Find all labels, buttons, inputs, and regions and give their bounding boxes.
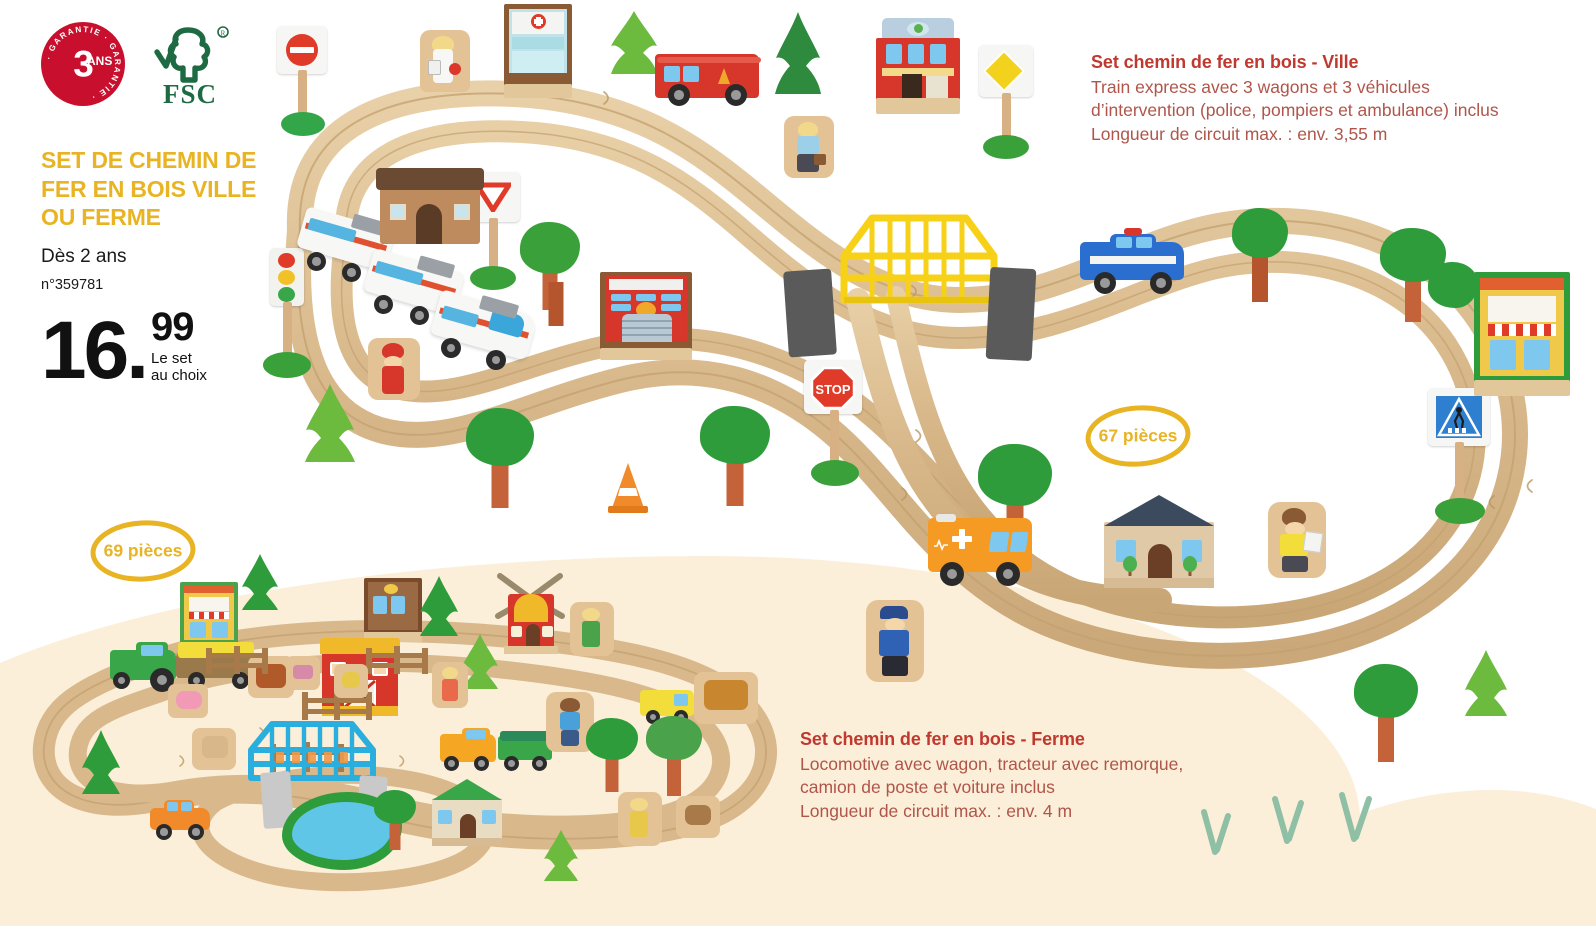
windmill xyxy=(490,572,570,658)
tunnel-block-right xyxy=(985,266,1037,362)
tree-icon xyxy=(534,256,578,328)
pine-tree-icon xyxy=(770,10,826,102)
rocking-horse-figure xyxy=(192,728,236,770)
fsc-label: FSC xyxy=(162,79,217,109)
tunnel-block-left xyxy=(783,268,837,358)
farm-house xyxy=(432,778,502,846)
chicken-figure xyxy=(334,664,368,698)
express-train xyxy=(295,206,550,372)
police-officer-figure xyxy=(866,600,924,682)
warranty-3-years-icon: · GARANTIE · GARANTIE · 3 ANS xyxy=(41,22,125,106)
tunnel-house xyxy=(376,168,484,250)
pine-tree-icon xyxy=(238,552,282,614)
description-ferme-heading: Set chemin de fer en bois - Ferme xyxy=(800,729,1085,749)
description-ville: Set chemin de fer en bois - Ville Train … xyxy=(1091,52,1541,146)
price-separator: . xyxy=(126,304,150,396)
city-railway-scene: STOP xyxy=(258,4,1570,762)
farmer-figure xyxy=(570,602,614,656)
tree-icon xyxy=(1354,664,1418,764)
bench-figure xyxy=(286,656,320,690)
price-note-line2: au choix xyxy=(151,366,207,384)
house-building xyxy=(1104,494,1214,588)
price-note-line1: Le set xyxy=(151,349,192,367)
price-integer: 16 xyxy=(41,304,129,396)
tourist-figure xyxy=(1268,502,1326,578)
tree-icon xyxy=(700,406,770,510)
businessman-figure xyxy=(784,116,834,178)
age-recommendation: Dès 2 ans xyxy=(41,245,127,267)
tree-icon xyxy=(586,718,638,794)
page-title: SET DE CHEMIN DE FER EN BOIS VILLE OU FE… xyxy=(41,147,257,231)
pine-tree-icon xyxy=(300,382,360,468)
svg-text:R: R xyxy=(221,30,226,38)
description-ferme-line3: Longueur de circuit max. : env. 4 m xyxy=(800,800,1073,821)
description-ville-line1: Train express avec 3 wagons et 3 véhicul… xyxy=(1091,77,1430,97)
stop-sign: STOP xyxy=(802,360,868,492)
price-cents: 99 xyxy=(151,304,194,349)
farmer-figure xyxy=(618,792,662,846)
priority-road-sign xyxy=(975,45,1037,161)
description-ville-line3: Longueur de circuit max. : env. 3,55 m xyxy=(1091,123,1388,144)
pine-tree-icon xyxy=(1460,648,1512,720)
grass-tuft-icon xyxy=(1268,794,1308,848)
pine-tree-icon xyxy=(416,574,462,640)
grass-tuft-icon xyxy=(1334,790,1376,846)
warranty-unit: ANS xyxy=(87,54,113,68)
article-number: n°359781 xyxy=(41,276,104,293)
yellow-suspension-bridge xyxy=(838,196,1000,314)
worker-figure xyxy=(368,338,420,400)
description-ferme-line1: Locomotive avec wagon, tracteur avec rem… xyxy=(800,754,1184,774)
product-info-panel: · GARANTIE · GARANTIE · 3 ANS R FSC xyxy=(41,22,276,396)
child-figure xyxy=(432,662,468,708)
tree-icon xyxy=(466,408,534,512)
farm-locomotive-with-wagon xyxy=(440,728,558,780)
pine-tree-icon xyxy=(78,728,124,798)
hospital-building xyxy=(504,4,572,98)
shop-building xyxy=(876,18,960,118)
police-car xyxy=(1080,228,1190,300)
price-block: 16 . 99 Le set au choix xyxy=(41,304,276,396)
logo-badges: · GARANTIE · GARANTIE · 3 ANS R FSC xyxy=(41,22,276,122)
description-ferme: Set chemin de fer en bois - Ferme Locomo… xyxy=(800,729,1220,823)
tree-icon xyxy=(374,790,416,852)
farm-shop-building xyxy=(180,582,238,654)
farm-railway-scene xyxy=(0,554,800,926)
fence-piece xyxy=(204,644,272,676)
piece-badge-ville: 67 pièces xyxy=(1083,403,1193,469)
warranty-number: 3 xyxy=(73,43,94,85)
no-entry-sign xyxy=(271,26,333,140)
doctor-figure xyxy=(420,30,470,92)
ambulance xyxy=(928,514,1038,590)
orange-car xyxy=(150,798,214,842)
description-ferme-line2: camion de poste et voiture inclus xyxy=(800,777,1055,798)
tree-icon xyxy=(1428,262,1478,336)
traffic-light xyxy=(258,248,316,380)
pig-figure xyxy=(168,684,208,718)
pedestrian-crossing-sign xyxy=(1424,388,1494,528)
pine-tree-icon xyxy=(458,632,502,692)
grass-tuft-icon xyxy=(1196,806,1236,858)
fsc-logo-icon: R FSC xyxy=(147,22,233,112)
pine-tree-icon xyxy=(540,828,582,884)
piece-badge-ville-label: 67 pièces xyxy=(1098,425,1178,446)
fire-truck xyxy=(655,54,763,116)
traffic-cone xyxy=(604,460,652,516)
description-ville-line2: d’intervention (police, pompiers et ambu… xyxy=(1091,100,1499,121)
piece-badge-ferme-label: 69 pièces xyxy=(103,540,183,561)
fence-piece xyxy=(818,650,884,682)
corner-shop-building xyxy=(1474,272,1570,400)
sheep-figure xyxy=(676,796,720,838)
fence-piece xyxy=(364,644,432,676)
cow-figure xyxy=(694,672,758,724)
pine-tree-icon xyxy=(605,8,663,80)
tree-icon xyxy=(1232,208,1288,304)
description-ville-heading: Set chemin de fer en bois - Ville xyxy=(1091,52,1359,72)
fence-piece xyxy=(300,688,376,722)
fire-station-building xyxy=(600,272,692,362)
stop-sign-text: STOP xyxy=(815,382,850,397)
piece-badge-ferme: 69 pièces xyxy=(88,518,198,584)
tree-icon xyxy=(646,716,702,798)
farm-house-sign xyxy=(364,578,422,644)
